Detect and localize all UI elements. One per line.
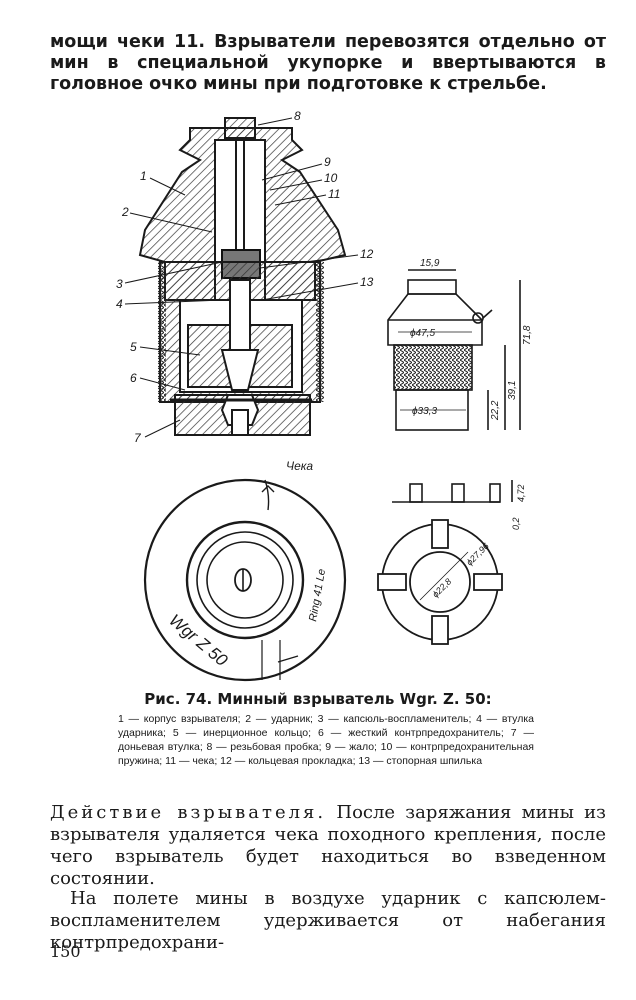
section-paragraph: Действие взрывателя. После заряжания мин… xyxy=(50,802,606,890)
ring-marking-label: Wgr Z 50 xyxy=(165,611,231,671)
part-label-4: 4 xyxy=(116,297,123,311)
part-label-11: 11 xyxy=(328,187,340,201)
dim-ring-inner: ϕ22,8 xyxy=(430,576,453,599)
dim-ring-outer: ϕ27,96 xyxy=(464,541,491,568)
dim-ring-height: 4,72 xyxy=(516,484,526,502)
ring-text-label: Ring 41 Le xyxy=(307,568,328,622)
dim-ring-thickness: 0,2 xyxy=(511,517,521,530)
flight-paragraph: На полете мины в воздухе ударник с капсю… xyxy=(50,888,606,953)
fuze-exterior-drawing xyxy=(387,269,521,431)
part-label-13: 13 xyxy=(360,275,374,289)
dim-top-width: 15,9 xyxy=(420,258,440,269)
dim-body-diameter: ϕ33,3 xyxy=(412,406,437,417)
ring-plan-drawing xyxy=(377,519,503,645)
ring-dimension-labels: 4,72 0,2 xyxy=(511,484,526,530)
safety-ring-drawing xyxy=(143,478,347,682)
part-numbers: 1 2 3 4 5 6 7 8 9 10 11 12 13 xyxy=(116,109,374,445)
part-label-9: 9 xyxy=(324,155,331,169)
part-label-2: 2 xyxy=(121,205,129,219)
ring-side-drawing xyxy=(392,480,513,503)
dim-thread-height: 22,2 xyxy=(490,400,501,421)
page-number: 150 xyxy=(50,942,81,961)
part-label-8: 8 xyxy=(294,109,301,123)
dim-total-height: 71,8 xyxy=(522,325,533,345)
fuze-section-drawing xyxy=(138,117,347,436)
figure-legend: 1 — корпус взрывателя; 2 — ударник; 3 — … xyxy=(118,713,534,767)
part-label-3: 3 xyxy=(116,277,123,291)
fuze-figure: 1 2 3 4 5 6 7 8 9 10 11 12 13 xyxy=(116,109,533,682)
figure-caption-title: Рис. 74. Минный взрыватель Wgr. Z. 50: xyxy=(144,690,492,708)
dimension-labels: 15,9 ϕ47,5 ϕ33,3 71,8 39,1 22,2 xyxy=(410,258,533,421)
intro-paragraph: мощи чеки 11. Взрыватели перевозятся отд… xyxy=(50,32,606,94)
dim-head-diameter: ϕ47,5 xyxy=(410,328,435,339)
part-label-10: 10 xyxy=(324,171,338,185)
ring-tag-label: Чека xyxy=(286,459,313,473)
dim-lower-height: 39,1 xyxy=(507,381,518,400)
part-label-7: 7 xyxy=(134,431,142,445)
part-label-6: 6 xyxy=(130,371,137,385)
section-body: После заряжания мины из взрывателя удаля… xyxy=(50,802,606,889)
part-number-leaders xyxy=(124,117,359,438)
part-label-1: 1 xyxy=(140,169,147,183)
section-heading: Действие взрывателя. xyxy=(50,802,327,823)
part-label-5: 5 xyxy=(130,340,137,354)
part-label-12: 12 xyxy=(360,247,374,261)
